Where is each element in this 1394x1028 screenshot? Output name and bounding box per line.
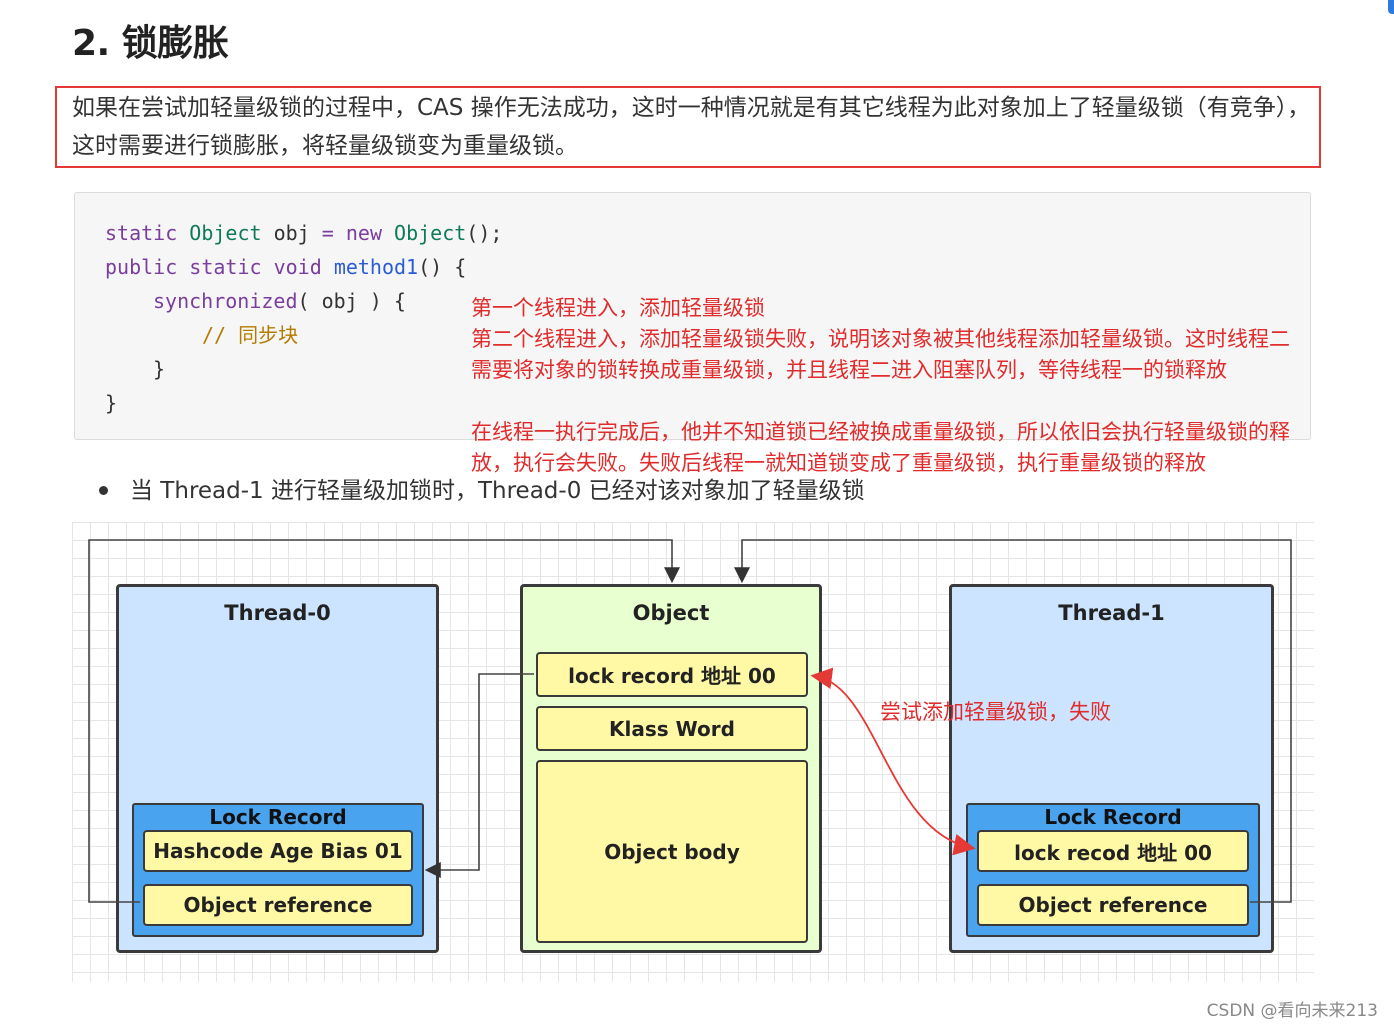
scrollbar-thumb[interactable]	[1388, 0, 1394, 14]
thread-1-reference-connector	[734, 539, 1292, 903]
annotation-line-1: 第一个线程进入，添加轻量级锁	[471, 296, 765, 320]
code-block	[74, 192, 1311, 440]
code-token: void	[273, 255, 322, 279]
bullet-icon	[99, 486, 108, 495]
code-line-3: synchronized( obj ) {	[153, 284, 406, 318]
code-token: method1	[333, 255, 419, 279]
code-token: static	[189, 255, 262, 279]
code-line-5: }	[153, 357, 166, 381]
code-token: () {	[418, 255, 467, 279]
diagram-connectors	[88, 539, 1292, 903]
thread-0-title: Thread-0	[224, 601, 331, 625]
intro-paragraph: 如果在尝试加轻量级锁的过程中，CAS 操作无法成功，这时一种情况就是有其它线程为…	[72, 95, 1311, 159]
code-token: obj	[261, 221, 322, 245]
object-box: Object lock record 地址 00 Klass Word Obje…	[520, 584, 822, 953]
code-token: =	[321, 221, 334, 245]
thread-1-lock-record-cell: lock recod 地址 00	[977, 830, 1249, 872]
object-klass-word-cell: Klass Word	[536, 706, 808, 751]
section-heading: 2. 锁膨胀	[72, 23, 229, 64]
annotation-line-3: 需要将对象的锁转换成重量级锁，并且线程二进入阻塞队列，等待线程一的锁释放	[471, 358, 1227, 382]
failed-cas-arrow	[810, 667, 976, 856]
fail-label: 尝试添加轻量级锁，失败	[880, 700, 1111, 724]
thread-0-box: Thread-0 Lock Record Hashcode Age Bias 0…	[116, 584, 439, 953]
code-token: Object	[189, 221, 262, 245]
annotation-line-5: 放，执行会失败。失败后线程一就知道锁变成了重量级锁，执行重量级锁的释放	[471, 451, 1206, 475]
thread-1-object-reference-cell: Object reference	[977, 884, 1249, 926]
code-line-1: static Object obj = new Object();	[105, 216, 502, 250]
thread-0-object-reference-cell: Object reference	[143, 884, 413, 926]
lock-record-title: Lock Record	[1044, 805, 1182, 829]
code-comment: // 同步块	[202, 323, 299, 347]
object-title: Object	[632, 601, 710, 625]
lock-record-title: Lock Record	[209, 805, 347, 829]
thread-1-lock-record: Lock Record lock recod 地址 00 Object refe…	[966, 803, 1260, 937]
thread-0-reference-connector	[88, 539, 680, 903]
thread-0-lock-record: Lock Record Hashcode Age Bias 01 Object …	[132, 803, 424, 937]
object-body-cell: Object body	[536, 760, 808, 943]
code-line-2: public static void method1() {	[105, 250, 466, 284]
annotation-line-4: 在线程一执行完成后，他并不知道锁已经被换成重量级锁，所以依旧会执行轻量级锁的释	[471, 420, 1290, 444]
footer-credit: CSDN @看向未来213	[1206, 1001, 1378, 1021]
code-token: new	[345, 221, 382, 245]
lock-record-pointer-connector	[424, 673, 534, 878]
thread-1-title: Thread-1	[1058, 601, 1165, 625]
annotation-line-2: 第二个线程进入，添加轻量级锁失败，说明该对象被其他线程添加轻量级锁。这时线程二	[471, 327, 1290, 351]
code-token: public	[105, 255, 178, 279]
code-token: static	[105, 221, 178, 245]
code-line-4: // 同步块	[202, 318, 298, 352]
bullet-text: 当 Thread-1 进行轻量级加锁时，Thread-0 已经对该对象加了轻量级…	[130, 478, 865, 504]
thread-0-hashcode-cell: Hashcode Age Bias 01	[143, 830, 413, 872]
code-token: Object	[394, 221, 467, 245]
object-lock-record-cell: lock record 地址 00	[536, 652, 808, 697]
lock-inflation-diagram: Thread-0 Lock Record Hashcode Age Bias 0…	[72, 522, 1314, 982]
code-token: ( obj ) {	[297, 289, 406, 313]
thread-1-box: Thread-1 Lock Record lock recod 地址 00 Ob…	[949, 584, 1274, 953]
code-token: synchronized	[153, 289, 298, 313]
highlight-box	[55, 86, 1321, 168]
code-line-6: }	[105, 391, 118, 415]
code-token: ();	[466, 221, 503, 245]
